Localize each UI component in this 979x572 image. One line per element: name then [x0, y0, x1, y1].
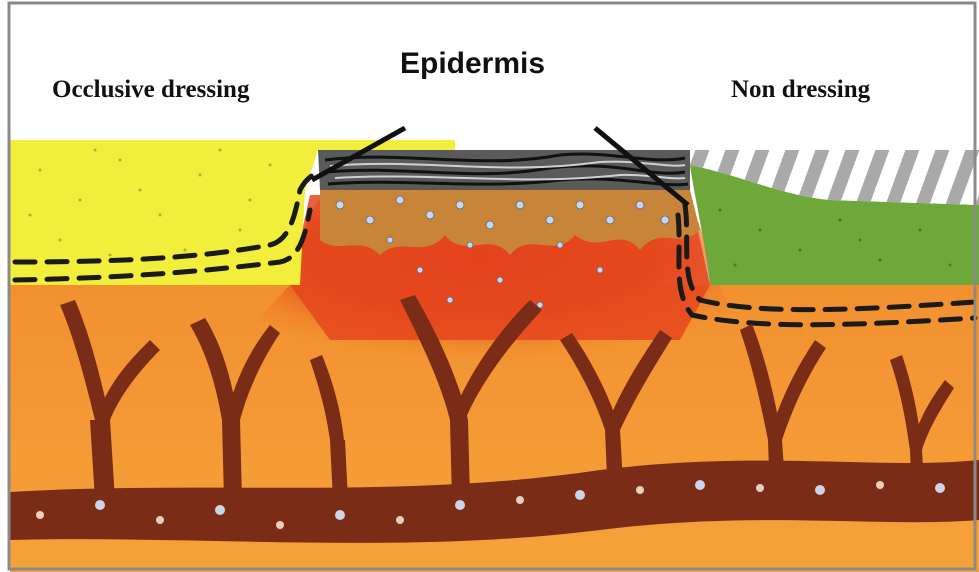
label-occlusive-dressing: Occlusive dressing — [52, 76, 250, 103]
label-non-dressing: Non dressing — [731, 76, 871, 103]
label-epidermis: Epidermis — [400, 47, 545, 80]
new-epidermis-layer — [320, 190, 700, 255]
